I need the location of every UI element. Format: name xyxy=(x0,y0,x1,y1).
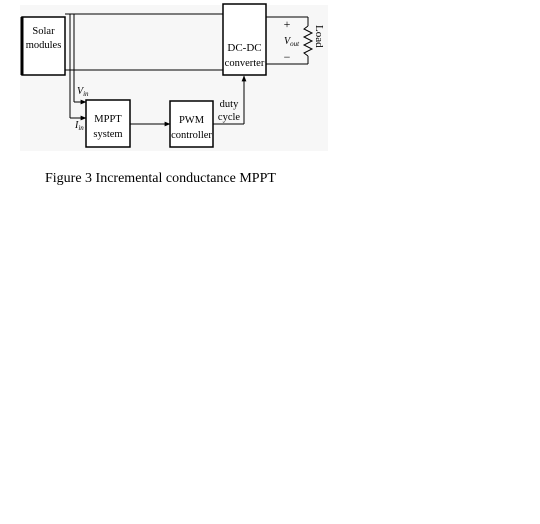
vout-plus: + xyxy=(284,17,291,31)
solar-modules-block: Solar modules xyxy=(20,16,66,76)
mppt-system-block: MPPT system xyxy=(85,99,131,148)
iin-label: Iin xyxy=(74,120,84,132)
solar-label-line2: modules xyxy=(26,40,62,51)
dc-bus-wires xyxy=(65,13,223,71)
figure-caption: Figure 3 Incremental conductance MPPT xyxy=(45,171,276,186)
pwm-label-line1: PWM xyxy=(179,115,205,126)
mppt-label-line2: system xyxy=(93,129,122,140)
vin-main: V xyxy=(77,86,85,97)
dcdc-label-line1: DC-DC xyxy=(227,42,261,54)
duty-label-line1: duty xyxy=(220,99,239,110)
pwm-controller-block: PWM controller xyxy=(169,100,214,148)
vin-label: Vin xyxy=(77,86,89,98)
vin-sub: in xyxy=(83,90,89,98)
load-label: Load xyxy=(313,25,325,48)
load-resistor xyxy=(302,25,314,57)
dc-dc-converter-block: DC-DC converter xyxy=(222,3,267,76)
iin-sub: in xyxy=(78,124,84,132)
iin-main: I xyxy=(74,120,79,131)
vout-minus: − xyxy=(284,50,291,64)
pwm-label-line2: controller xyxy=(171,130,212,141)
solar-label-line1: Solar xyxy=(32,26,55,37)
vout-label: Vout xyxy=(284,36,300,48)
duty-label-line2: cycle xyxy=(218,112,240,123)
output-wires xyxy=(266,16,309,65)
vout-main: V xyxy=(284,36,292,47)
mppt-block-diagram: Solar modules DC-DC converter + − Vout L… xyxy=(20,3,328,151)
dcdc-label-line2: converter xyxy=(225,58,265,69)
vout-sub: out xyxy=(290,40,300,48)
mppt-label-line1: MPPT xyxy=(94,114,122,125)
